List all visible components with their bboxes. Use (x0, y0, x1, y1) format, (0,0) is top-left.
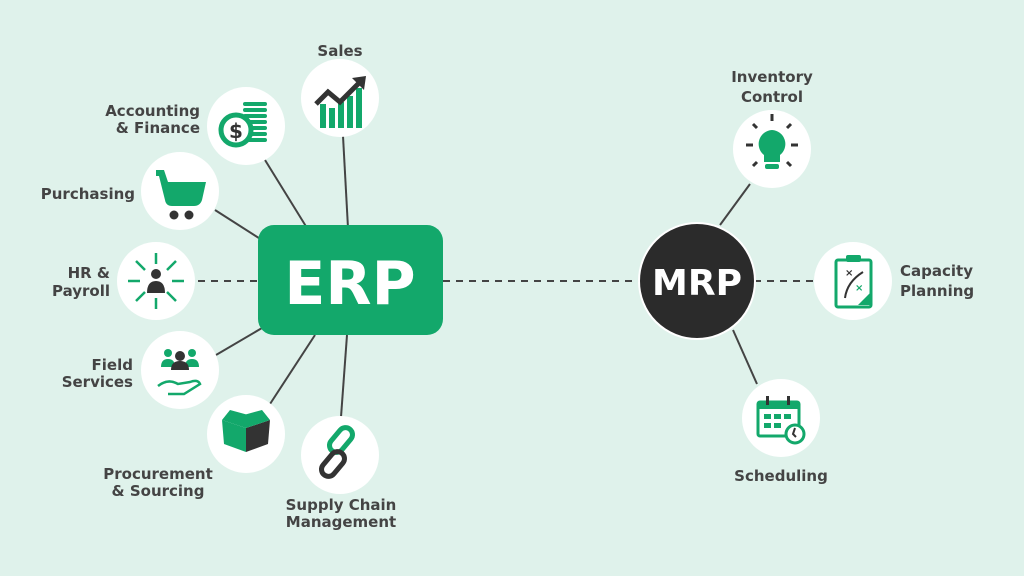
open-box-icon (222, 410, 270, 452)
mrp-title: MRP (652, 263, 742, 304)
label-sales: Sales (317, 42, 362, 60)
svg-text:×: × (845, 268, 853, 279)
erp-box: ERP (258, 225, 443, 335)
connectors (198, 135, 815, 418)
growth-chart-icon (314, 76, 366, 128)
node-accounting-finance: $ Accounting & Finance (105, 87, 285, 165)
node-hr-payroll: HR & Payroll (52, 242, 195, 320)
label-field-line1: Field (92, 356, 133, 374)
label-procurement-line1: Procurement (103, 465, 213, 483)
svg-text:$: $ (229, 119, 243, 143)
chain-link-icon (319, 425, 355, 479)
label-scheduling: Scheduling (734, 467, 828, 485)
clipboard-plan-icon: × × (834, 255, 873, 309)
label-capacity-line1: Capacity (900, 262, 973, 280)
node-supply-chain: Supply Chain Management (286, 416, 397, 531)
node-sales: Sales (301, 42, 379, 137)
node-capacity-planning: × × Capacity Planning (814, 242, 974, 320)
label-supply-chain-line2: Management (286, 513, 396, 531)
label-inventory-line2: Control (741, 88, 803, 106)
shopping-cart-icon (156, 170, 206, 220)
lightbulb-icon (746, 114, 798, 169)
person-arrows-icon (128, 253, 184, 309)
label-accounting-line2: & Finance (116, 119, 200, 137)
mrp-circle: MRP (638, 222, 756, 340)
label-hr-line1: HR & (68, 264, 110, 282)
node-procurement-sourcing: Procurement & Sourcing (103, 395, 285, 500)
label-supply-chain-line1: Supply Chain (286, 496, 397, 514)
erp-title: ERP (284, 249, 415, 319)
label-accounting-line1: Accounting (105, 102, 200, 120)
dollar-coins-icon: $ (218, 102, 267, 148)
label-procurement-line2: & Sourcing (112, 482, 205, 500)
hand-people-icon (157, 349, 202, 396)
node-scheduling: Scheduling (734, 379, 828, 485)
svg-text:×: × (855, 283, 863, 294)
node-purchasing: Purchasing (41, 152, 219, 230)
label-field-line2: Services (62, 373, 133, 391)
label-capacity-line2: Planning (900, 282, 974, 300)
label-inventory-line1: Inventory (731, 68, 813, 86)
node-field-services: Field Services (62, 331, 219, 409)
label-hr-line2: Payroll (52, 282, 110, 300)
node-inventory-control: Inventory Control (731, 68, 813, 188)
label-purchasing: Purchasing (41, 185, 135, 203)
calendar-clock-icon (756, 396, 806, 445)
